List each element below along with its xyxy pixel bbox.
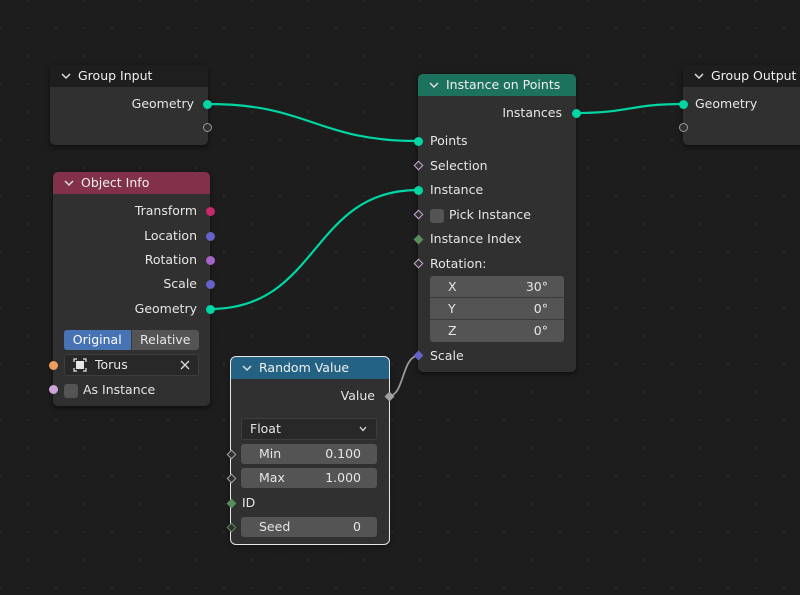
max-value: 1.000 (325, 470, 361, 485)
as-instance-socket[interactable] (49, 385, 58, 394)
object-info-geometry-socket[interactable] (206, 305, 215, 314)
group-input-geometry-label: Geometry (131, 96, 194, 111)
chevron-down-icon[interactable] (693, 70, 705, 82)
value-output-label: Value (340, 388, 375, 403)
object-info-rotation-label: Rotation (144, 252, 197, 267)
seed-input-socket[interactable] (226, 522, 237, 533)
max-input-socket[interactable] (226, 473, 237, 484)
group-output-geometry-socket[interactable] (679, 100, 688, 109)
object-info-location-socket[interactable] (206, 232, 215, 241)
rotation-z-field[interactable]: Z 0° (430, 320, 564, 342)
min-field[interactable]: Min 0.100 (241, 444, 377, 464)
random-value-title: Random Value (259, 360, 350, 375)
as-instance-checkbox[interactable] (64, 383, 78, 398)
group-output-header[interactable]: Group Output (683, 65, 800, 87)
object-info-node[interactable]: Object Info Transform Location Rotation … (49, 172, 215, 406)
seed-label: Seed (259, 519, 291, 534)
group-output-empty-socket[interactable] (679, 123, 688, 132)
data-type-value: Float (250, 421, 281, 436)
object-info-rotation-socket[interactable] (206, 256, 215, 265)
pick-instance-socket[interactable] (413, 209, 424, 220)
rotation-x-field[interactable]: X 30° (430, 276, 564, 298)
original-button[interactable]: Original (64, 330, 131, 350)
instance-index-socket[interactable] (413, 234, 424, 245)
object-field[interactable]: Torus (64, 354, 199, 376)
min-input-socket[interactable] (226, 449, 237, 460)
min-value: 0.100 (325, 446, 361, 461)
group-output-geometry-label: Geometry (695, 96, 758, 111)
rotation-y-value: 0° (533, 301, 548, 316)
points-input-socket[interactable] (414, 137, 423, 146)
chevron-down-icon[interactable] (63, 177, 75, 189)
pick-instance-row[interactable]: Pick Instance (430, 205, 531, 225)
scale-input-socket[interactable] (413, 350, 424, 361)
rotation-fields[interactable]: X 30° Y 0° Z 0° (430, 276, 564, 342)
as-instance-row[interactable]: As Instance (64, 380, 155, 400)
group-input-geometry-socket[interactable] (203, 100, 212, 109)
min-label: Min (259, 446, 282, 461)
chevron-down-icon[interactable] (241, 362, 253, 374)
max-field[interactable]: Max 1.000 (241, 468, 377, 488)
group-input-node[interactable]: Group Input Geometry (50, 65, 212, 145)
link-group-input-to-points (207, 102, 419, 143)
seed-value: 0 (353, 519, 361, 534)
instance-on-points-node[interactable]: Instance on Points Instances Points Sele… (413, 74, 581, 372)
object-info-title: Object Info (81, 175, 150, 190)
value-output-socket[interactable] (384, 391, 395, 402)
instances-output-socket[interactable] (572, 109, 581, 118)
random-value-node[interactable]: Random Value Value Float Min 0.100 Max 1… (226, 356, 395, 545)
instance-input-socket[interactable] (414, 186, 423, 195)
selection-label: Selection (430, 158, 488, 173)
rotation-label: Rotation: (430, 256, 487, 271)
object-info-scale-socket[interactable] (206, 280, 215, 289)
object-icon (73, 358, 87, 372)
as-instance-label: As Instance (83, 382, 156, 397)
link-random-value-to-scale (388, 355, 419, 397)
group-input-title: Group Input (78, 68, 153, 83)
chevron-down-icon[interactable] (428, 79, 440, 91)
instance-on-points-header[interactable]: Instance on Points (418, 74, 576, 96)
pick-instance-label: Pick Instance (449, 207, 531, 222)
rotation-y-field[interactable]: Y 0° (430, 298, 564, 320)
group-output-node[interactable]: Group Output Geometry (679, 65, 800, 145)
rotation-z-label: Z (448, 323, 457, 338)
rotation-input-socket[interactable] (413, 258, 424, 269)
object-info-header[interactable]: Object Info (53, 172, 210, 194)
instance-index-label: Instance Index (430, 231, 522, 246)
group-input-empty-socket[interactable] (203, 123, 212, 132)
rotation-z-value: 0° (533, 323, 548, 338)
chevron-down-icon[interactable] (60, 70, 72, 82)
id-input-socket[interactable] (226, 498, 237, 509)
points-label: Points (430, 133, 468, 148)
link-instances-to-group-output (575, 102, 684, 115)
chevron-down-icon (359, 426, 367, 432)
instance-label: Instance (430, 182, 484, 197)
pick-instance-checkbox[interactable] (430, 208, 444, 223)
object-info-transform-socket[interactable] (206, 207, 215, 216)
object-value: Torus (95, 357, 128, 372)
object-input-socket[interactable] (49, 361, 58, 370)
random-value-header[interactable]: Random Value (231, 357, 389, 379)
group-output-title: Group Output (711, 68, 797, 83)
scale-label: Scale (430, 348, 464, 363)
seed-field[interactable]: Seed 0 (241, 517, 377, 537)
relative-button[interactable]: Relative (130, 330, 199, 350)
rotation-y-label: Y (448, 301, 456, 316)
object-info-scale-label: Scale (163, 276, 197, 291)
instance-on-points-title: Instance on Points (446, 77, 561, 92)
max-label: Max (259, 470, 285, 485)
object-info-transform-label: Transform (134, 203, 197, 218)
id-label: ID (242, 495, 256, 510)
rotation-x-label: X (448, 279, 457, 294)
group-input-header[interactable]: Group Input (50, 65, 208, 87)
link-geometry-to-instance (209, 188, 419, 311)
transform-space-toggle[interactable]: Original Relative (64, 330, 199, 350)
clear-icon[interactable] (180, 360, 190, 370)
object-info-geometry-label: Geometry (134, 301, 197, 316)
rotation-x-value: 30° (525, 279, 548, 294)
data-type-dropdown[interactable]: Float (241, 418, 377, 440)
instances-output-label: Instances (502, 105, 562, 120)
object-info-location-label: Location (144, 228, 197, 243)
selection-input-socket[interactable] (413, 160, 424, 171)
